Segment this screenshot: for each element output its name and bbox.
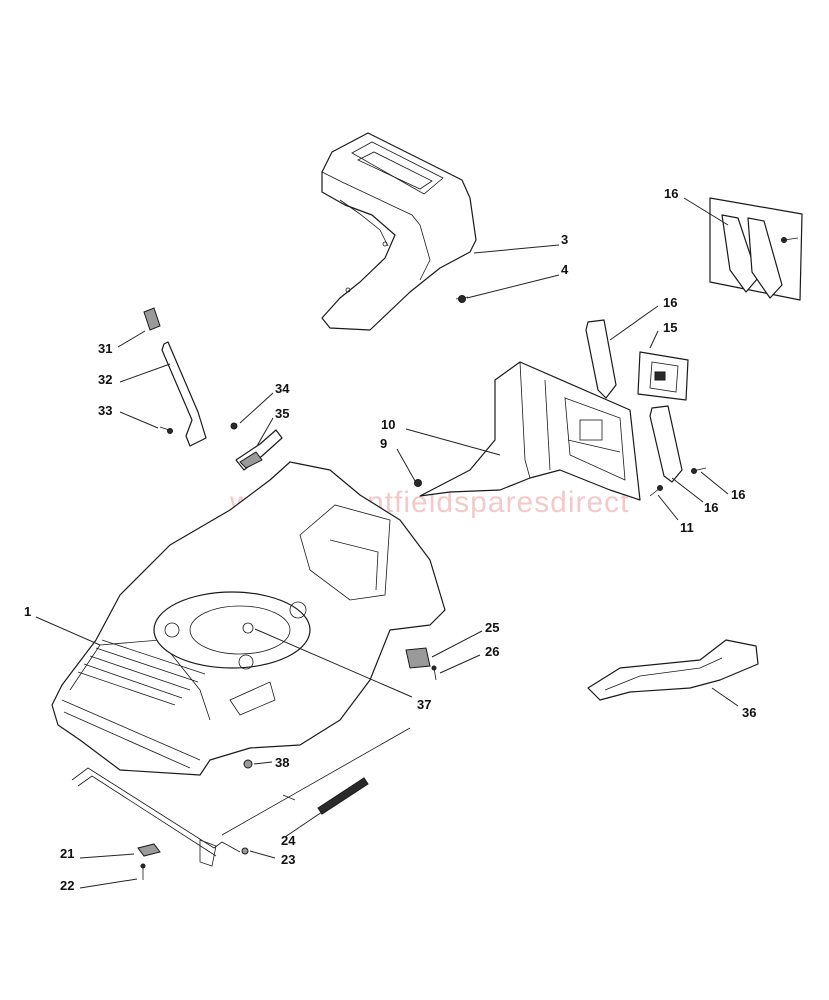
part-rear-frame[interactable] [419, 361, 641, 501]
part-spring-24[interactable] [221, 727, 411, 836]
part-hinge-insert-box[interactable] [709, 197, 803, 301]
deck-grille [77, 639, 206, 706]
part-screw-26[interactable] [431, 665, 437, 681]
part-screw-11[interactable] [649, 485, 663, 497]
callout-16-lower: 16 [704, 500, 718, 515]
part-wire-hook[interactable] [282, 794, 296, 801]
callout-11: 11 [680, 520, 694, 535]
callout-31: 31 [98, 341, 112, 356]
callout-32: 32 [98, 372, 112, 387]
callout-9: 9 [380, 436, 387, 451]
callout-23: 23 [281, 852, 295, 867]
part-clip-21[interactable] [137, 843, 161, 857]
callout-38: 38 [275, 755, 289, 770]
callout-labels: 1 3 4 9 10 11 15 16 16 16 16 21 22 23 24… [24, 186, 756, 893]
part-lever-knob[interactable] [143, 307, 161, 331]
part-screw-34[interactable] [230, 422, 238, 430]
callout-25: 25 [485, 620, 499, 635]
callout-24: 24 [281, 833, 296, 848]
part-pivot-cover-35[interactable] [235, 429, 283, 471]
part-screw-33[interactable] [159, 426, 173, 434]
callout-21: 21 [60, 846, 74, 861]
callout-4: 4 [561, 262, 569, 277]
callout-36: 36 [742, 705, 756, 720]
part-lever-rod[interactable] [161, 341, 207, 447]
part-washer-23[interactable] [241, 847, 249, 855]
part-screw-22[interactable] [140, 863, 146, 880]
part-bracket-25[interactable] [405, 647, 431, 669]
part-screw-16[interactable] [691, 467, 707, 474]
callout-37: 37 [417, 697, 431, 712]
part-axle-rod[interactable] [71, 767, 241, 867]
callout-22: 22 [60, 878, 74, 893]
callout-10: 10 [381, 417, 395, 432]
callout-15: 15 [663, 320, 677, 335]
part-hinge-16-upper[interactable] [585, 319, 617, 399]
callout-35: 35 [275, 406, 289, 421]
part-handle-bracket-36[interactable] [587, 639, 759, 701]
leader-lines [35, 197, 739, 889]
part-bracket-15[interactable] [637, 351, 689, 401]
part-screw-9[interactable] [414, 479, 422, 487]
part-deck[interactable] [51, 461, 446, 776]
part-upper-cover[interactable] [321, 132, 477, 331]
callout-1: 1 [24, 604, 31, 619]
callout-16-top-right: 16 [664, 186, 678, 201]
callout-33: 33 [98, 403, 112, 418]
callout-34: 34 [275, 381, 290, 396]
callout-26: 26 [485, 644, 499, 659]
part-screw-4[interactable] [455, 295, 469, 303]
callout-3: 3 [561, 232, 568, 247]
part-hinge-16-lower[interactable] [649, 405, 683, 483]
part-nut-38[interactable] [243, 759, 253, 769]
callout-16-right: 16 [731, 487, 745, 502]
callout-16-upper: 16 [663, 295, 677, 310]
